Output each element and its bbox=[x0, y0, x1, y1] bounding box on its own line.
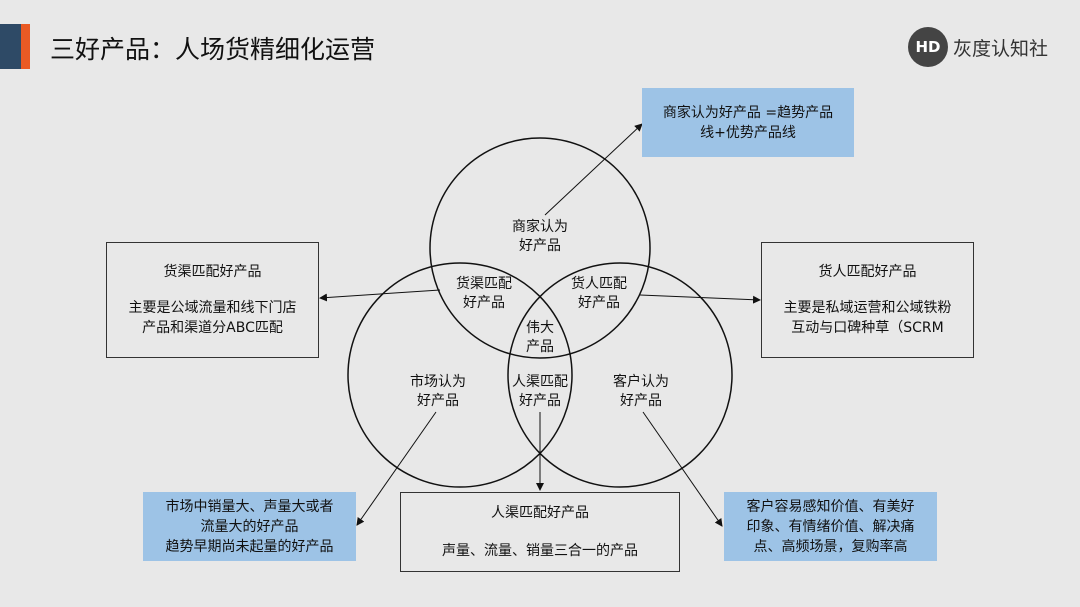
box-line: 趋势早期尚未起量的好产品 bbox=[165, 538, 334, 555]
label-people-channel: 人渠匹配好产品 bbox=[500, 373, 580, 411]
box-line: 市场中销量大、声量大或者 bbox=[165, 498, 334, 515]
box-line: 主要是私域运营和公域铁粉 bbox=[783, 300, 952, 316]
arrow-customer bbox=[642, 411, 723, 527]
arrow-goods-channel bbox=[319, 289, 441, 302]
label-line: 好产品 bbox=[578, 295, 620, 311]
people-channel-box: 人渠匹配好产品 声量、流量、销量三合一的产品 bbox=[400, 492, 680, 572]
market-box: 市场中销量大、声量大或者流量大的好产品趋势早期尚未起量的好产品 bbox=[143, 492, 356, 561]
label-line: 好产品 bbox=[519, 238, 561, 254]
label-line: 客户认为 bbox=[613, 374, 669, 390]
label-line: 产品 bbox=[526, 339, 554, 355]
label-line: 好产品 bbox=[620, 393, 662, 409]
label-great-product: 伟大产品 bbox=[500, 319, 580, 357]
box-line: 主要是公域流量和线下门店 bbox=[128, 300, 297, 316]
box-line: 客户容易感知价值、有美好 bbox=[746, 498, 915, 515]
logo-text: 灰度认知社 bbox=[953, 37, 1049, 60]
goods-people-box: 货人匹配好产品 主要是私域运营和公域铁粉互动与口碑种草（SCRM bbox=[761, 242, 974, 358]
label-line: 好产品 bbox=[417, 393, 459, 409]
box-title: 货渠匹配好产品 bbox=[163, 264, 262, 280]
accent-bar-orange bbox=[21, 24, 30, 69]
label-line: 市场认为 bbox=[410, 374, 466, 390]
merchant-box: 商家认为好产品 =趋势产品线+优势产品线 bbox=[642, 88, 854, 157]
label-line: 伟大 bbox=[526, 320, 554, 336]
box-line: 商家认为好产品 =趋势产品 bbox=[662, 104, 834, 121]
page-title: 三好产品：人场货精细化运营 bbox=[50, 35, 376, 64]
label-line: 商家认为 bbox=[512, 219, 568, 235]
box-line: 流量大的好产品 bbox=[200, 518, 299, 535]
accent-bar bbox=[0, 24, 21, 69]
circle-merchant bbox=[429, 137, 651, 359]
box-line: 声量、流量、销量三合一的产品 bbox=[442, 543, 638, 559]
label-line: 人渠匹配 bbox=[512, 374, 568, 390]
circle-market bbox=[347, 262, 573, 488]
arrow-goods-people bbox=[639, 294, 761, 304]
circle-customer bbox=[507, 262, 733, 488]
label-goods-people: 货人匹配好产品 bbox=[559, 275, 639, 313]
box-line: 互动与口碑种草（SCRM bbox=[791, 320, 944, 336]
box-line: 印象、有情绪价值、解决痛 bbox=[746, 518, 915, 535]
logo-icon: HD bbox=[908, 27, 948, 67]
box-title: 货人匹配好产品 bbox=[818, 264, 917, 280]
arrow-merchant bbox=[544, 123, 643, 216]
label-goods-channel: 货渠匹配好产品 bbox=[444, 275, 524, 313]
label-customer: 客户认为好产品 bbox=[601, 373, 681, 411]
label-line: 货渠匹配 bbox=[456, 276, 512, 292]
box-line: 线+优势产品线 bbox=[700, 124, 796, 141]
label-merchant: 商家认为好产品 bbox=[500, 218, 580, 256]
box-title: 人渠匹配好产品 bbox=[491, 505, 589, 521]
label-market: 市场认为好产品 bbox=[398, 373, 478, 411]
label-line: 好产品 bbox=[519, 393, 561, 409]
goods-channel-box: 货渠匹配好产品 主要是公域流量和线下门店产品和渠道分ABC匹配 bbox=[106, 242, 319, 358]
label-line: 货人匹配 bbox=[571, 276, 627, 292]
box-line: 点、高频场景，复购率高 bbox=[753, 538, 908, 555]
logo: HD 灰度认知社 bbox=[908, 27, 1048, 67]
label-line: 好产品 bbox=[463, 295, 505, 311]
arrow-market bbox=[356, 411, 437, 526]
customer-box: 客户容易感知价值、有美好印象、有情绪价值、解决痛点、高频场景，复购率高 bbox=[724, 492, 937, 561]
box-line: 产品和渠道分ABC匹配 bbox=[142, 320, 283, 336]
